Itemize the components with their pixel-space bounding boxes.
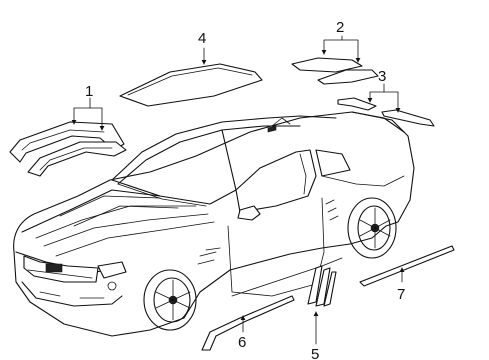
part-2-roof-stripe-decals bbox=[291, 57, 379, 85]
part-4-roof-decal bbox=[119, 63, 263, 107]
callout-2: 2 bbox=[336, 19, 344, 36]
part-7-rear-rocker-molding bbox=[359, 245, 455, 287]
callout-1: 1 bbox=[85, 83, 93, 100]
callout-leaders bbox=[71, 35, 405, 345]
part-5-side-vent-decal bbox=[307, 265, 337, 307]
callout-6: 6 bbox=[238, 334, 246, 351]
rear-wheel bbox=[347, 197, 397, 259]
part-6-rocker-molding bbox=[201, 295, 295, 351]
part-1-hood-stripe-decals bbox=[9, 121, 127, 177]
callout-4: 4 bbox=[198, 30, 206, 47]
callout-7: 7 bbox=[397, 286, 405, 303]
callout-3: 3 bbox=[378, 68, 386, 85]
callout-5: 5 bbox=[311, 346, 319, 360]
front-wheel bbox=[143, 269, 197, 331]
car-body bbox=[13, 111, 415, 337]
